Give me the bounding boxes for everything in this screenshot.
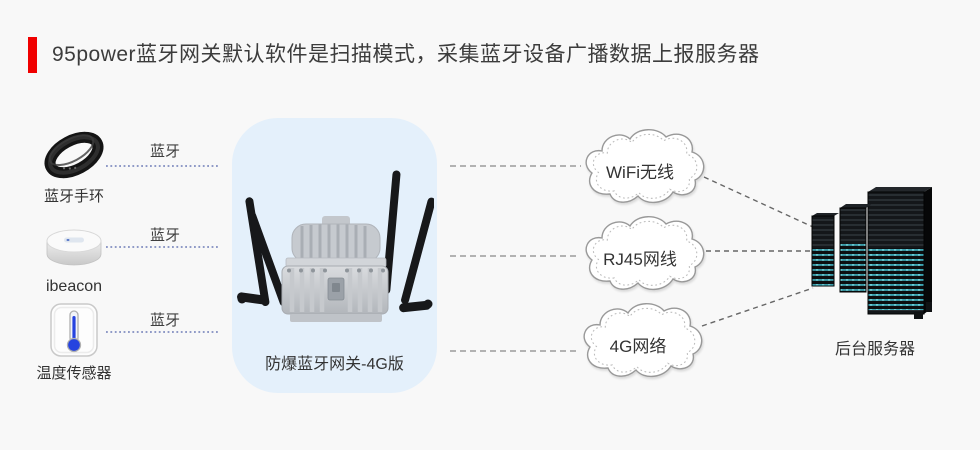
bluetooth-gateway-image [237, 170, 434, 322]
cloud-label-wifi: WiFi无线 [606, 162, 674, 182]
device-ibeacon: ibeacon [30, 224, 118, 296]
device-label: ibeacon [45, 278, 103, 295]
cloud-wifi: WiFi无线 [582, 126, 710, 210]
cloud-server-dashed-lines [701, 176, 818, 327]
title-accent-bar [28, 37, 37, 73]
device-label: 温度传感器 [36, 365, 112, 382]
device-label: 蓝牙手环 [43, 188, 104, 205]
server-label: 后台服务器 [834, 341, 915, 358]
cloud-label-rj45: RJ45网线 [603, 249, 677, 269]
server-rack-icon [811, 187, 932, 319]
bluetooth-link-label: 蓝牙 [149, 227, 180, 244]
gateway-panel: 防爆蓝牙网关-4G版 [232, 118, 437, 393]
device-bluetooth-band: 蓝牙手环 [30, 129, 118, 206]
cloud-4g: 4G网络 [580, 300, 708, 384]
server-block: 后台服务器 [808, 186, 942, 359]
smart-band-icon [44, 131, 104, 179]
cloud-icon [585, 216, 705, 290]
ibeacon-icon [46, 229, 102, 266]
bluetooth-link-label: 蓝牙 [149, 143, 180, 160]
cloud-label-4g: 4G网络 [609, 336, 667, 356]
page-title: 95power蓝牙网关默认软件是扫描模式，采集蓝牙设备广播数据上报服务器 [52, 43, 760, 66]
temperature-sensor-icon [50, 303, 98, 357]
gateway-enclosure [281, 216, 389, 322]
cloud-rj45: RJ45网线 [582, 213, 710, 297]
cloud-icon [585, 129, 705, 203]
bluetooth-link-label: 蓝牙 [149, 312, 180, 329]
gateway-label: 防爆蓝牙网关-4G版 [265, 356, 404, 373]
cloud-icon [583, 303, 703, 377]
device-temperature-sensor: 温度传感器 [30, 302, 118, 383]
bluetooth-dotted-lines [106, 165, 220, 333]
antenna-icons [237, 170, 434, 313]
gateway-cloud-dashed-lines [450, 165, 581, 352]
